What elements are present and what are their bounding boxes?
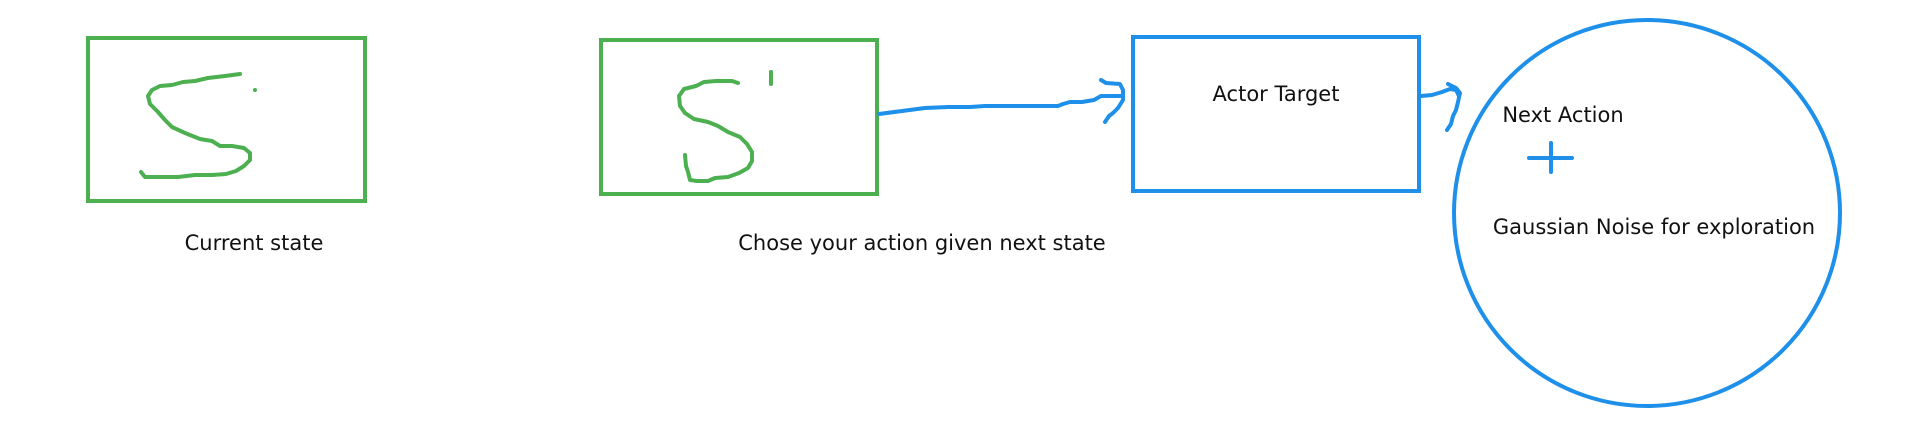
next-state-box [599, 38, 879, 196]
state-dot [253, 88, 257, 92]
next-action-label: Next Action [1502, 103, 1623, 127]
arrow-head-1 [1099, 78, 1125, 124]
plus-icon [1527, 141, 1574, 174]
next-action-circle [1452, 18, 1842, 408]
actor-target-label: Actor Target [1213, 82, 1340, 106]
gaussian-noise-label: Gaussian Noise for exploration [1493, 215, 1815, 239]
current-state-label: Current state [185, 231, 324, 255]
next-state-caption: Chose your action given next state [738, 231, 1105, 255]
current-state-box [86, 36, 367, 203]
current-state-node: Current state [86, 36, 367, 255]
actor-target-box [1131, 35, 1421, 193]
actor-target-node: Actor Target [1131, 35, 1421, 193]
next-action-node: Next Action Gaussian Noise for explorati… [1452, 18, 1842, 408]
next-state-s-glyph [677, 79, 754, 183]
actor-to-action-arrow [1419, 87, 1461, 98]
state-s-glyph [139, 72, 252, 179]
state-to-actor-arrow [877, 94, 1124, 116]
arrow-head-2 [1445, 82, 1462, 132]
next-state-node: Chose your action given next state [599, 38, 1106, 255]
